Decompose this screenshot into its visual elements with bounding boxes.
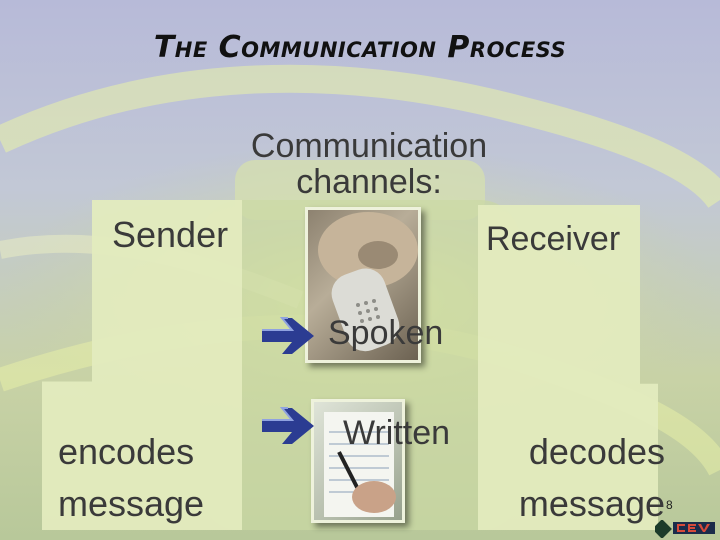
- written-label: Written: [343, 414, 451, 452]
- channels-heading-text: Communication channels:: [250, 127, 488, 201]
- decodes-message-text: decodes message: [518, 431, 665, 524]
- slide-title: The Communication Process: [153, 30, 567, 65]
- sender-label: Sender: [112, 214, 229, 255]
- spoken-arrow-icon: [262, 317, 314, 354]
- encodes-message-label: encodes message: [58, 426, 248, 530]
- receiver-label: Receiver: [486, 220, 621, 258]
- channels-heading: Communication channels:: [244, 128, 494, 200]
- decodes-message-label: decodes message: [505, 426, 665, 530]
- encodes-message-text: encodes message: [58, 431, 205, 524]
- receiver-panel: [478, 205, 658, 530]
- page-number: 8: [666, 498, 673, 512]
- telephone-photo: [305, 207, 421, 363]
- pen-paper-icon: [324, 412, 396, 517]
- spoken-label: Spoken: [328, 314, 444, 352]
- written-arrow-icon: [262, 407, 314, 444]
- publisher-logo: [655, 520, 715, 538]
- telephone-icon: [318, 212, 418, 352]
- writing-photo: [311, 399, 405, 523]
